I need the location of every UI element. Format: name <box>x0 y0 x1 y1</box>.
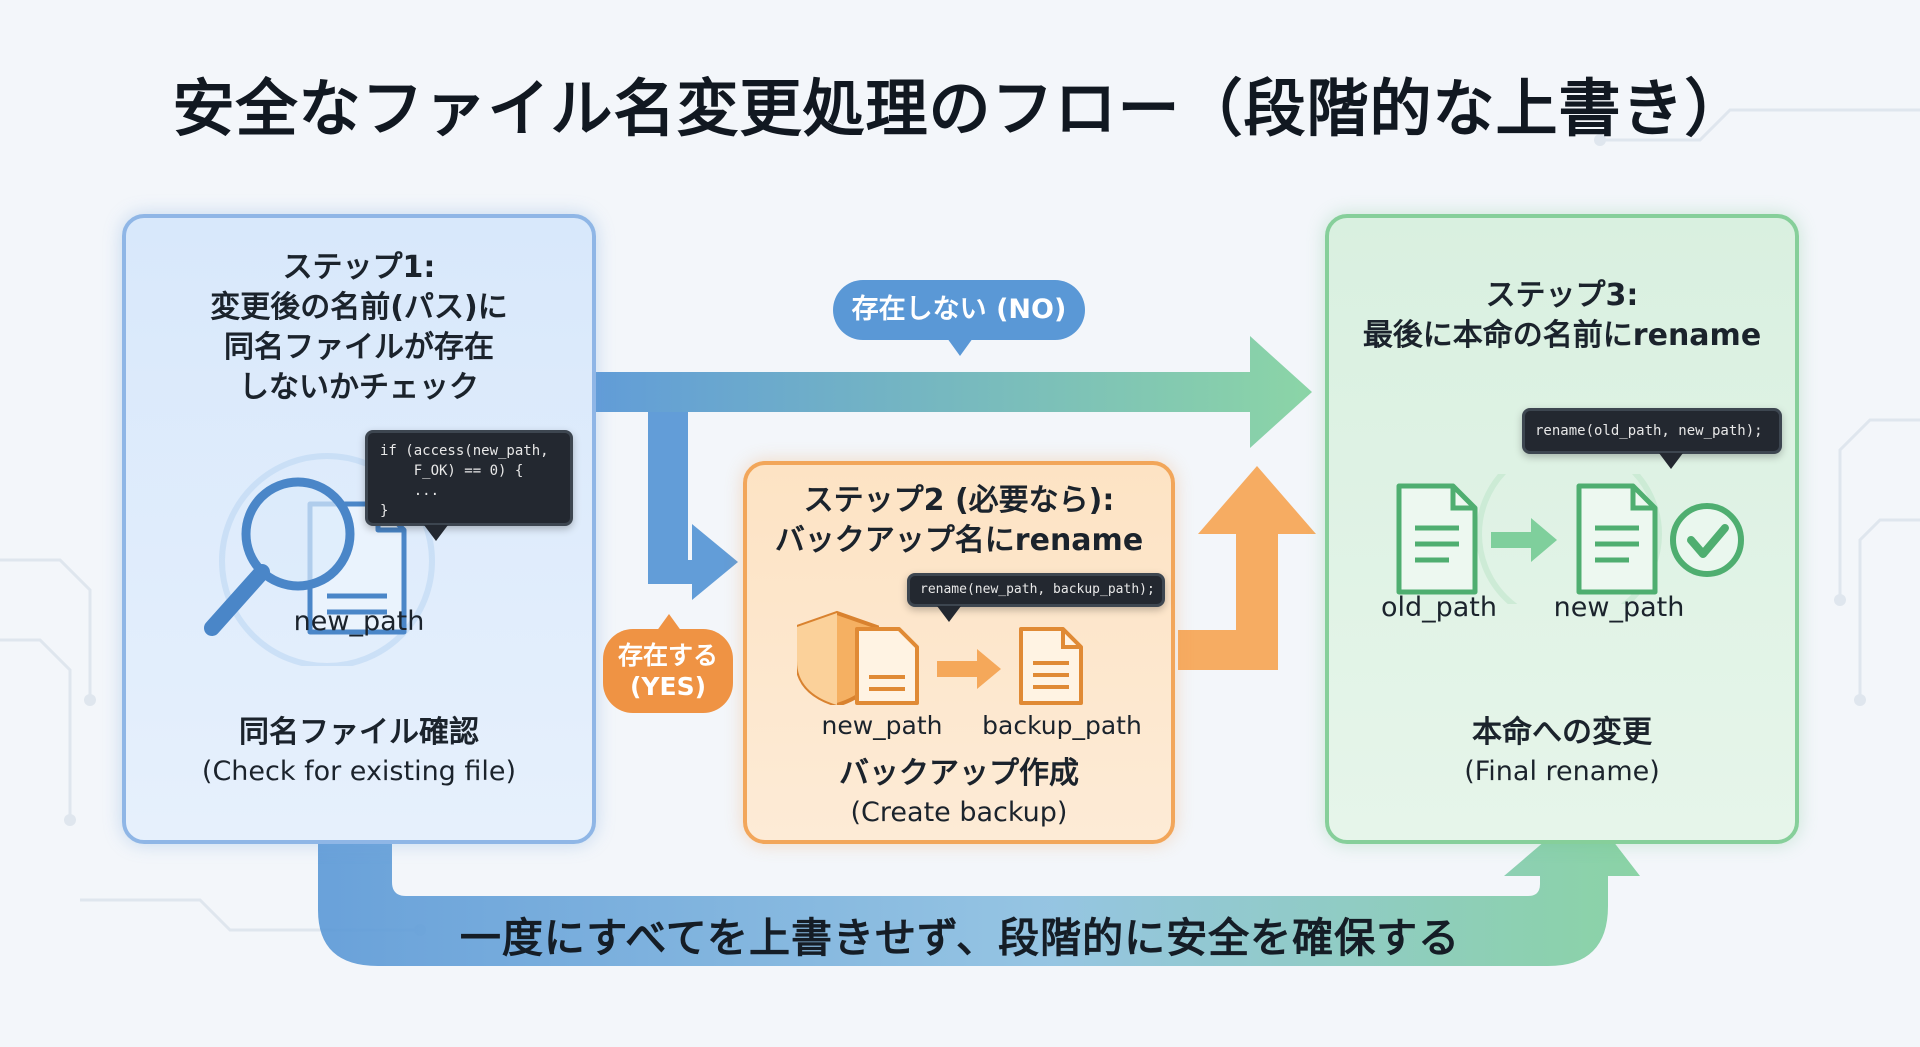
step1-title-line: しないかチェック <box>239 370 479 405</box>
arrow-no-branch <box>596 336 1312 448</box>
code-line: F_OK) == 0) { <box>380 463 524 479</box>
step1-title: ステップ1: 変更後の名前(パス)に 同名ファイルが存在 しないかチェック <box>126 248 592 408</box>
step1-file-label: new_path <box>293 606 425 637</box>
branch-yes-line: (YES) <box>629 672 707 701</box>
arrow-bottom-sweep <box>318 806 1640 966</box>
step2-label: バックアップ作成 <box>839 756 1079 791</box>
step2-from-label: new_path <box>821 711 943 740</box>
step1-code-snippet: if (access(new_path, F_OK) == 0) { ... } <box>365 430 573 526</box>
document-icon <box>855 627 919 705</box>
step3-title-line: ステップ3: <box>1485 278 1639 313</box>
check-circle-icon <box>1670 503 1744 577</box>
step2-title-line: バックアップ名にrename <box>774 523 1144 558</box>
step1-title-line: 同名ファイルが存在 <box>224 330 494 365</box>
step2-to-label: backup_path <box>982 711 1142 740</box>
arrow-right-icon <box>937 649 1001 689</box>
step2-panel: ステップ2 (必要なら): バックアップ名にrename rename(new_… <box>743 461 1175 844</box>
step3-from-label: old_path <box>1380 592 1498 623</box>
code-line: if (access(new_path, <box>380 443 549 459</box>
arrow-step2-to-step3 <box>1178 466 1316 670</box>
code-line: ... <box>380 483 440 499</box>
step1-title-line: ステップ1: <box>282 250 436 285</box>
code-line: } <box>380 503 389 519</box>
document-icon <box>1396 483 1478 595</box>
step3-panel: ステップ3: 最後に本命の名前にrename rename(old_path, … <box>1325 214 1799 844</box>
branch-no-label: 存在しない (NO) <box>833 280 1085 340</box>
pill-pointer <box>947 338 973 356</box>
branch-yes-line: 存在する <box>617 641 718 670</box>
code-callout-tail <box>1659 453 1683 469</box>
step2-title-line: ステップ2 (必要なら): <box>803 483 1115 518</box>
step1-title-line: 変更後の名前(パス)に <box>210 290 508 325</box>
bottom-message: 一度にすべてを上書きせず、段階的に安全を確保する <box>459 914 1461 962</box>
document-icon <box>1576 483 1658 595</box>
step3-icons <box>1396 474 1744 604</box>
step3-title: ステップ3: 最後に本命の名前にrename <box>1329 276 1795 356</box>
step2-title: ステップ2 (必要なら): バックアップ名にrename <box>747 481 1171 561</box>
step1-panel: ステップ1: 変更後の名前(パス)に 同名ファイルが存在 しないかチェック if… <box>122 214 596 844</box>
step3-label: 本命への変更 <box>1472 715 1652 750</box>
pill-pointer <box>656 614 682 632</box>
arrow-right-icon <box>1491 518 1557 562</box>
document-icon <box>1019 627 1083 705</box>
step3-title-line: 最後に本命の名前にrename <box>1362 318 1762 353</box>
step2-icons <box>797 610 1083 705</box>
code-callout-tail <box>937 606 961 622</box>
arrow-yes-branch <box>648 412 738 600</box>
step2-code-snippet: rename(new_path, backup_path); <box>907 573 1165 607</box>
branch-yes-label: 存在する (YES) <box>603 629 733 713</box>
step1-sub: (Check for existing file) <box>201 756 517 787</box>
step3-sub: (Final rename) <box>1464 756 1660 787</box>
step3-to-label: new_path <box>1553 592 1685 623</box>
page-title: 安全なファイル名変更処理のフロー（段階的な上書き） <box>172 72 1748 145</box>
step1-label: 同名ファイル確認 <box>239 715 479 750</box>
step3-code-snippet: rename(old_path, new_path); <box>1522 408 1782 454</box>
step2-sub: (Create backup) <box>850 797 1068 828</box>
code-callout-tail <box>424 525 448 541</box>
